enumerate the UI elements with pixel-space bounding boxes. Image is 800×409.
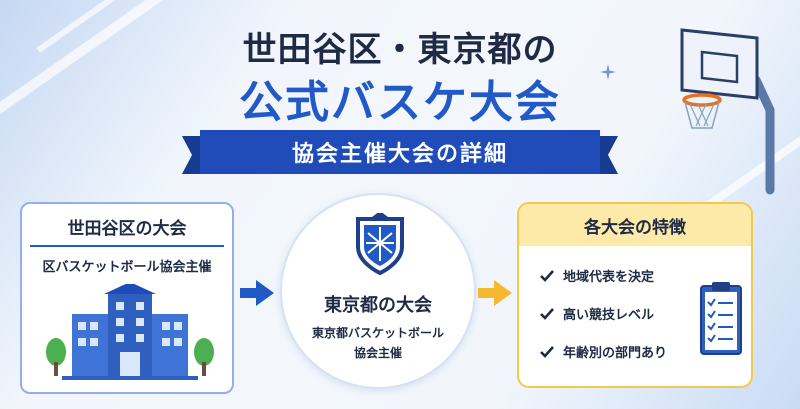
setagaya-card-subtitle: 区バスケットボール協会主催: [42, 260, 212, 275]
tokyo-subtitle-line-1: 東京都バスケットボール: [311, 326, 444, 340]
setagaya-card-title: 世田谷区の大会: [30, 214, 224, 247]
feature-item: 地域代表を決定: [539, 266, 654, 285]
tokyo-subtitle: 東京都バスケットボール 協会主催: [282, 323, 474, 363]
feature-label: 地域代表を決定: [563, 270, 655, 285]
feature-label: 年齢別の部門あり: [563, 346, 668, 361]
basketball-hoop-icon: [680, 28, 775, 195]
setagaya-card: 世田谷区の大会 区バスケットボール協会主催: [20, 202, 234, 394]
feature-item: 高い競技レベル: [539, 304, 654, 323]
title-line-1: 世田谷区・東京都の: [242, 30, 558, 70]
check-icon: [540, 269, 554, 282]
features-card-title: 各大会の特徴: [519, 204, 751, 246]
title-line-2: 公式バスケ大会: [239, 77, 561, 128]
tokyo-subtitle-line-2: 協会主催: [353, 346, 402, 360]
arrow-right-icon: [240, 280, 274, 306]
features-card: 各大会の特徴 地域代表を決定 高い競技レベル 年齢別の部門あり: [517, 202, 753, 388]
shield-emblem-icon: [356, 213, 404, 276]
tokyo-title: 東京都の大会: [324, 295, 432, 316]
sparkle-icon: [600, 64, 616, 80]
subtitle-ribbon: 協会主催大会の詳細: [182, 130, 618, 174]
feature-item: 年齢別の部門あり: [539, 342, 667, 361]
clipboard-icon: [700, 282, 742, 355]
school-building-icon: [46, 284, 214, 380]
check-icon: [540, 307, 554, 320]
arrow-right-icon: [478, 280, 512, 306]
feature-label: 高い競技レベル: [563, 308, 655, 323]
tokyo-circle: 東京都の大会 東京都バスケットボール 協会主催: [280, 193, 476, 389]
check-icon: [540, 345, 554, 358]
